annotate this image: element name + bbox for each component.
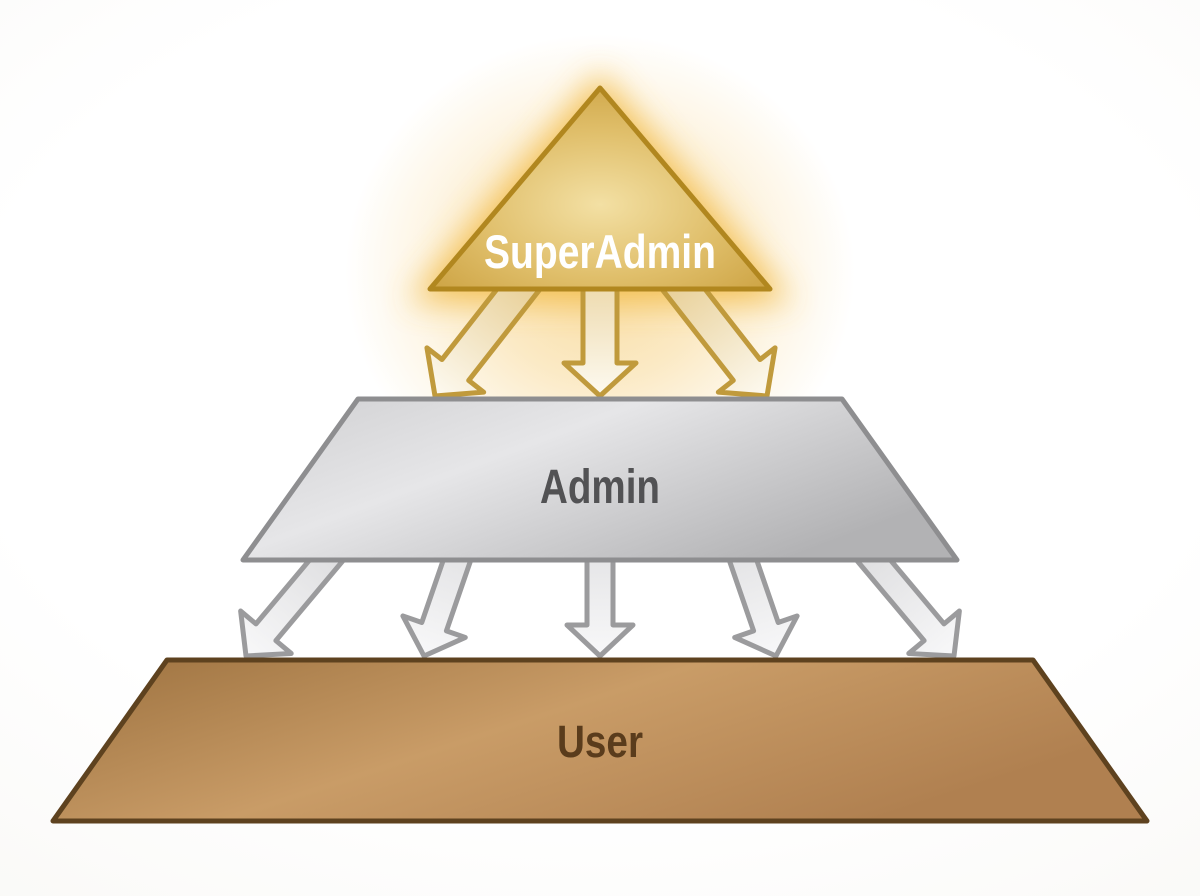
- superadmin-shape: [427, 85, 773, 292]
- user-label: User: [557, 716, 643, 767]
- superadmin-label: SuperAdmin: [484, 225, 716, 278]
- admin-label: Admin: [540, 461, 660, 514]
- admin-shape: [240, 396, 960, 563]
- user-shape: [50, 657, 1150, 824]
